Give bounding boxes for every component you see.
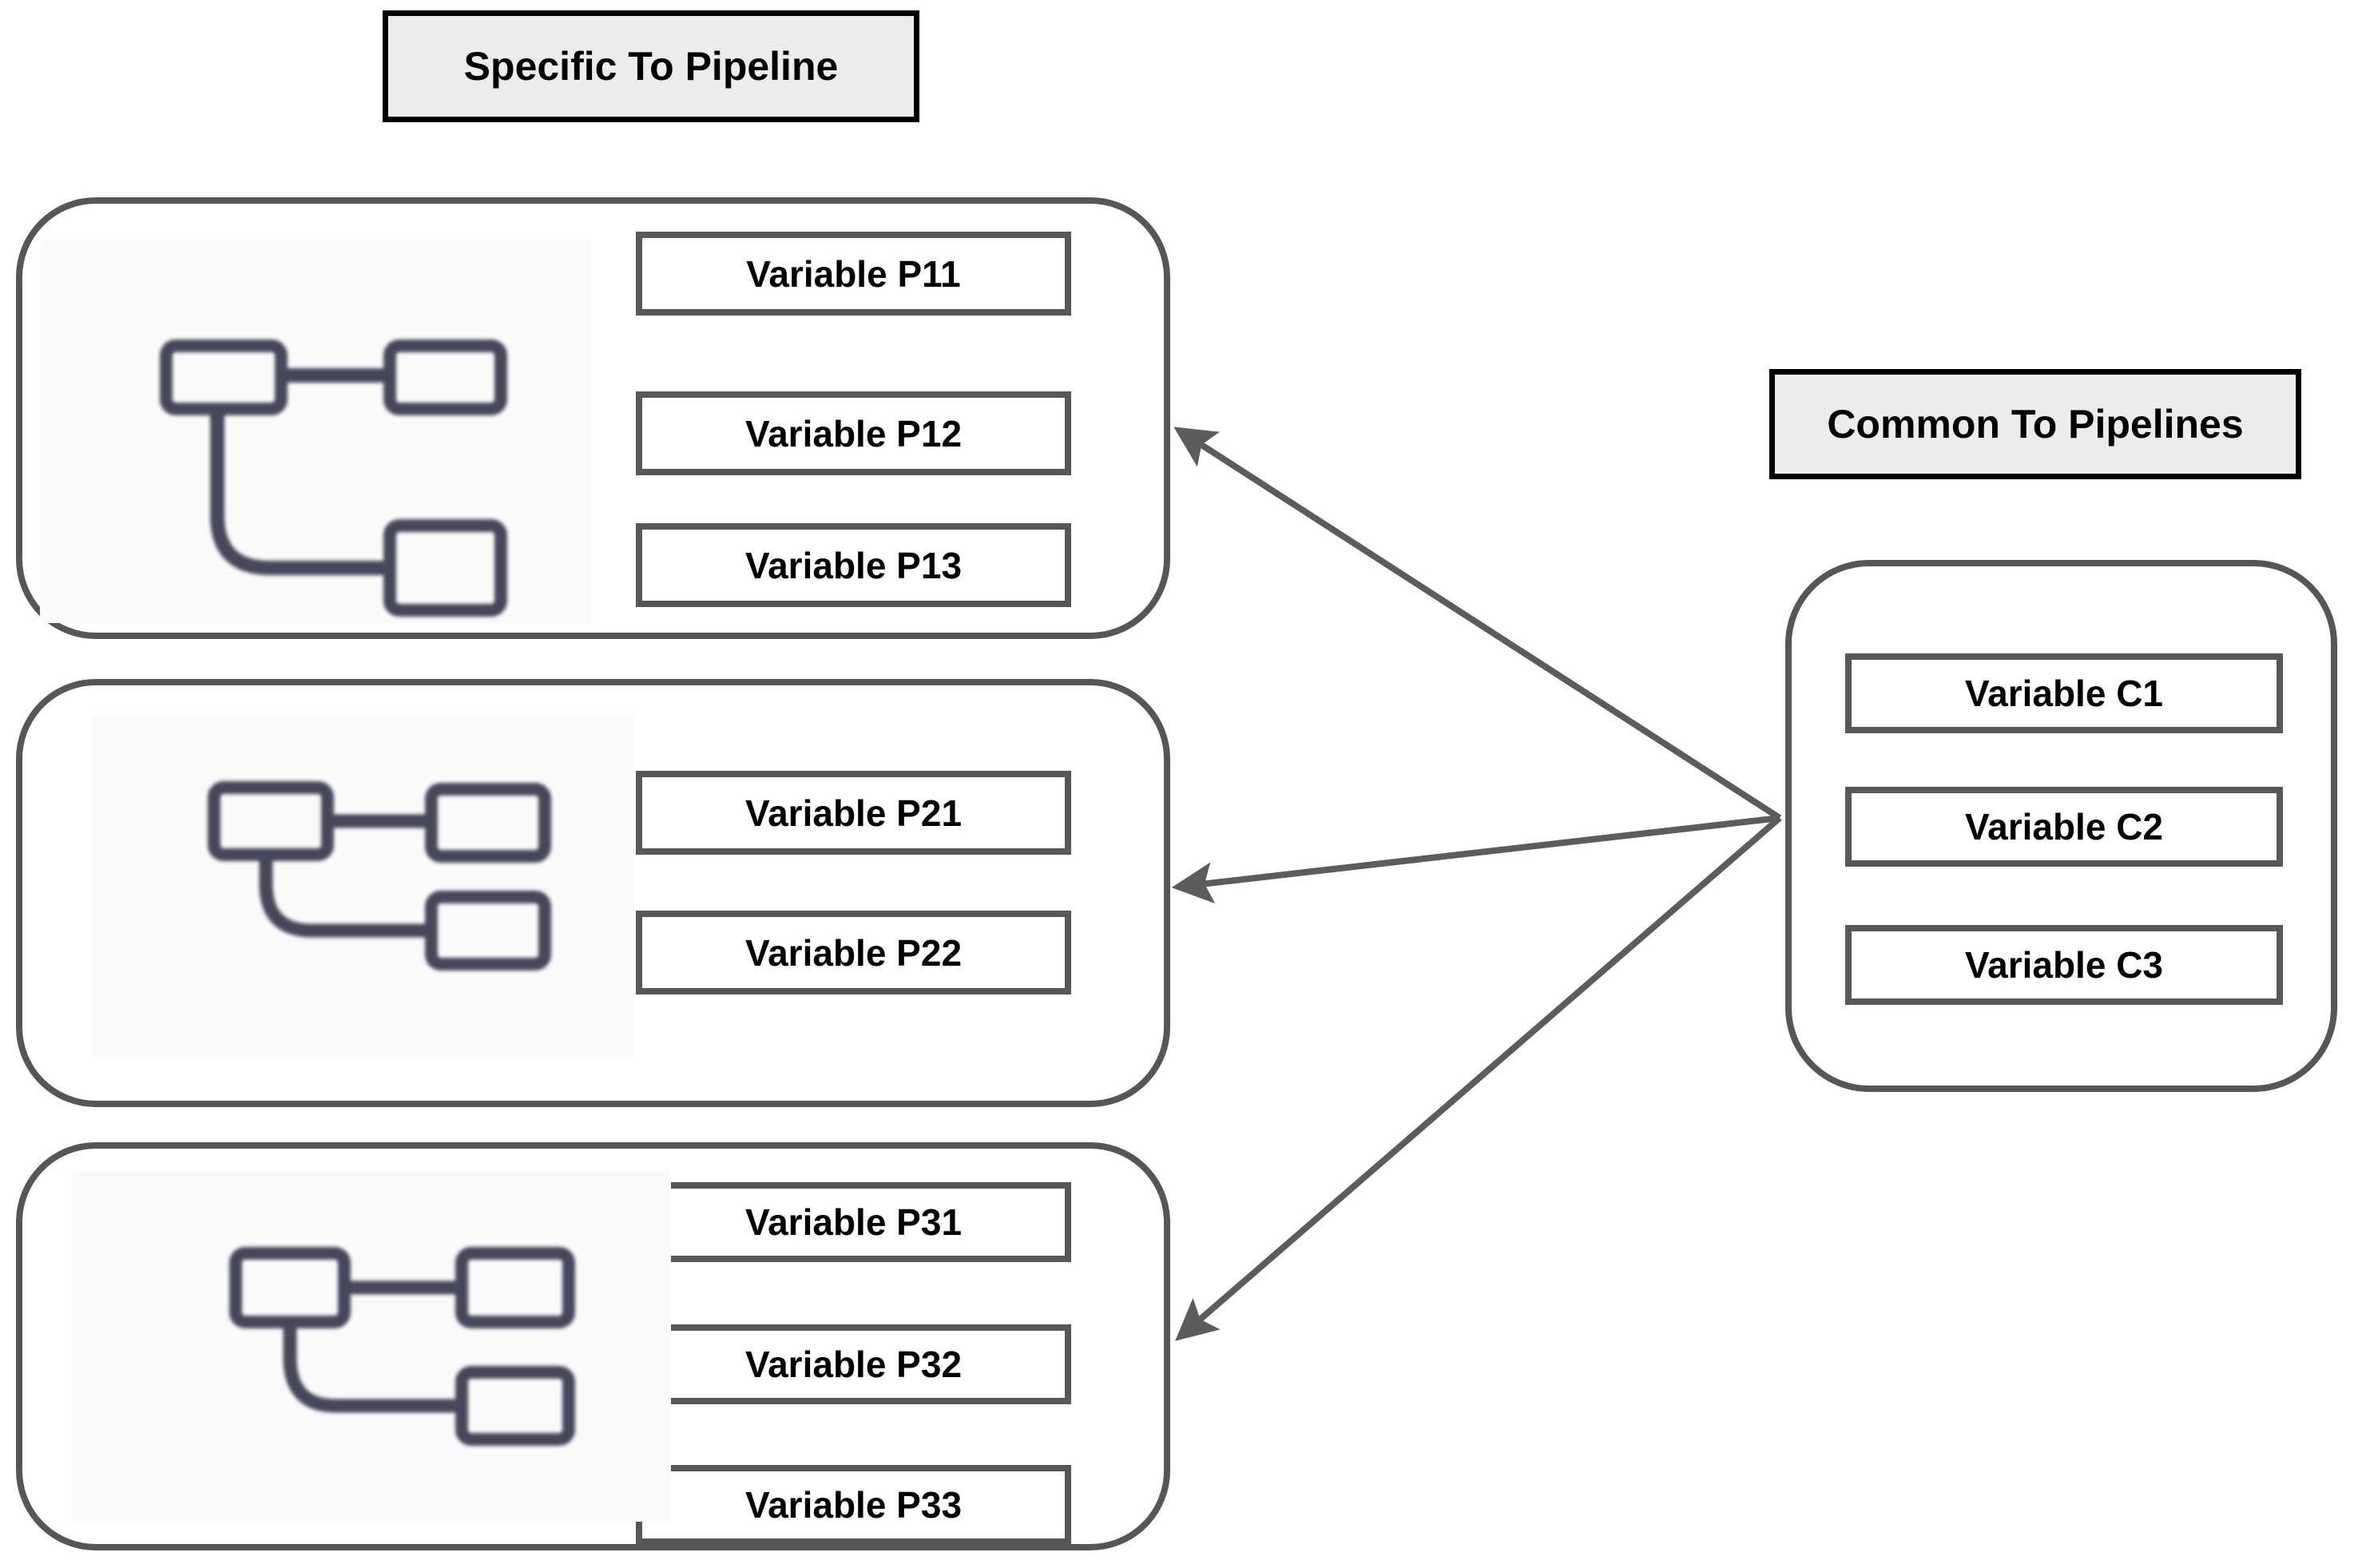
variable-box-p12: Variable P12	[636, 391, 1071, 475]
common-to-pipeline-arrows	[1171, 427, 1782, 1341]
arrow-to-pipeline-3	[1175, 815, 1782, 1341]
arrow-to-pipeline-2	[1171, 815, 1780, 904]
variable-box-p21: Variable P21	[636, 771, 1071, 855]
variable-box-c3: Variable C3	[1845, 925, 2283, 1005]
specific-title-label: Specific To Pipeline	[463, 44, 839, 89]
variable-box-p33: Variable P33	[636, 1465, 1071, 1545]
variable-p32-label: Variable P32	[744, 1344, 963, 1385]
pipeline-2-label: Pipeline 2	[343, 1007, 538, 1054]
pipeline-3-label: Pipeline 3	[373, 1475, 568, 1522]
variable-p11-label: Variable P11	[746, 252, 961, 295]
variable-box-p11: Variable P11	[636, 232, 1071, 316]
variable-box-p22: Variable P22	[636, 911, 1071, 994]
specific-to-pipeline-title: Specific To Pipeline	[383, 10, 919, 122]
variable-box-p32: Variable P32	[636, 1324, 1071, 1404]
variable-p31-label: Variable P31	[744, 1201, 963, 1243]
variable-box-c1: Variable C1	[1845, 653, 2283, 733]
variable-p33-label: Variable P33	[744, 1484, 963, 1526]
variable-p22-label: Variable P22	[744, 931, 963, 974]
variable-c3-label: Variable C3	[1964, 944, 2164, 986]
variable-c1-label: Variable C1	[1964, 673, 2164, 714]
variable-c2-label: Variable C2	[1964, 806, 2164, 848]
variable-box-p31: Variable P31	[636, 1182, 1071, 1262]
pipeline-1-label: Pipeline 1	[296, 568, 491, 614]
common-title-label: Common To Pipelines	[1827, 402, 2244, 447]
variable-box-p13: Variable P13	[636, 523, 1071, 607]
variable-p21-label: Variable P21	[744, 792, 963, 834]
common-to-pipelines-title: Common To Pipelines	[1769, 369, 2301, 479]
variable-box-c2: Variable C2	[1845, 787, 2283, 867]
variable-p12-label: Variable P12	[744, 412, 963, 455]
pipeline-2-container	[16, 679, 1170, 1107]
arrow-to-pipeline-1	[1173, 427, 1782, 821]
variable-p13-label: Variable P13	[744, 544, 963, 586]
